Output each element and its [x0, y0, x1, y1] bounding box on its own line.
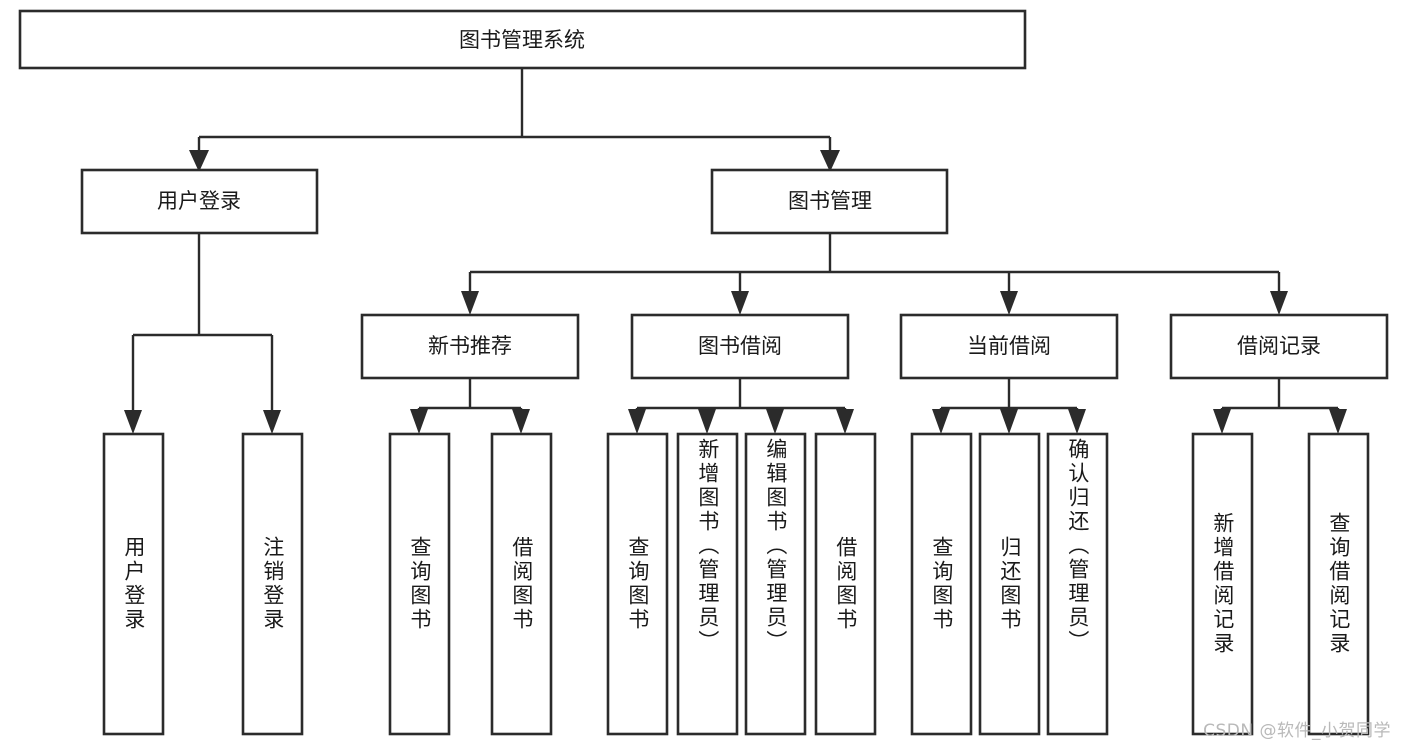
node-leaf-borrow-borrow-book-rect[interactable] — [814, 432, 877, 736]
node-leaf-current-query-book-rect[interactable] — [910, 432, 973, 736]
node-root-rect[interactable] — [18, 9, 1027, 70]
node-user-login[interactable]: 用户登录 — [80, 168, 319, 235]
node-leaf-user-logout-rect[interactable] — [241, 432, 304, 736]
arrow-record-leaf1 — [1213, 409, 1231, 434]
arrow-book-to-current — [1000, 291, 1018, 315]
node-new-book-recommend-label: 新书推荐 — [428, 334, 512, 358]
node-book-borrow-rect[interactable] — [630, 313, 850, 380]
node-root-label: 图书管理系统 — [459, 28, 585, 52]
arrow-record-leaf2 — [1329, 409, 1347, 434]
node-user-login-rect[interactable] — [80, 168, 319, 235]
arrow-borrow-leaf2 — [698, 409, 716, 434]
node-root[interactable]: 图书管理系统 — [18, 9, 1027, 70]
node-current-borrow-label: 当前借阅 — [967, 334, 1051, 358]
arrow-borrow-leaf4 — [836, 409, 854, 434]
arrow-book-to-record — [1270, 291, 1288, 315]
node-new-book-recommend-rect[interactable] — [360, 313, 580, 380]
csdn-watermark: CSDN @软件_小贺同学 — [1203, 721, 1391, 741]
node-leaf-user-login-rect[interactable] — [102, 432, 165, 736]
node-leaf-new-query-book-rect[interactable] — [388, 432, 451, 736]
node-book-management-rect[interactable] — [710, 168, 949, 235]
node-new-book-recommend[interactable]: 新书推荐 — [360, 313, 580, 380]
node-leaf-borrow-edit-book-rect[interactable] — [744, 432, 807, 736]
node-leaf-borrow-add-book-rect[interactable] — [676, 432, 739, 736]
arrow-root-to-user — [189, 150, 209, 172]
node-book-management-label: 图书管理 — [788, 189, 872, 213]
arrow-current-leaf1 — [932, 409, 950, 434]
node-leaf-record-query-rect[interactable] — [1307, 432, 1370, 736]
arrow-book-to-borrow — [731, 291, 749, 315]
arrow-current-leaf3 — [1068, 409, 1086, 434]
node-current-borrow[interactable]: 当前借阅 — [899, 313, 1119, 380]
node-leaf-record-add-rect[interactable] — [1191, 432, 1254, 736]
arrow-root-to-book — [820, 150, 840, 172]
arrow-user-leaf2 — [263, 410, 281, 434]
node-leaf-current-return-book-rect[interactable] — [978, 432, 1041, 736]
node-borrow-record[interactable]: 借阅记录 — [1169, 313, 1389, 380]
node-leaf-current-confirm-return-rect[interactable] — [1046, 432, 1109, 736]
node-borrow-record-label: 借阅记录 — [1237, 334, 1321, 358]
node-current-borrow-rect[interactable] — [899, 313, 1119, 380]
node-book-borrow-label: 图书借阅 — [698, 334, 782, 358]
arrow-new-leaf2 — [512, 409, 530, 434]
arrow-book-to-new — [461, 291, 479, 315]
node-book-management[interactable]: 图书管理 — [710, 168, 949, 235]
arrow-user-leaf1 — [124, 410, 142, 434]
node-user-login-label: 用户登录 — [157, 189, 241, 213]
arrow-new-leaf1 — [410, 409, 428, 434]
node-leaf-borrow-query-book-rect[interactable] — [606, 432, 669, 736]
edge-group — [124, 68, 1347, 434]
node-book-borrow[interactable]: 图书借阅 — [630, 313, 850, 380]
arrow-current-leaf2 — [1000, 409, 1018, 434]
arrow-borrow-leaf3 — [766, 409, 784, 434]
node-borrow-record-rect[interactable] — [1169, 313, 1389, 380]
node-leaf-new-borrow-book-rect[interactable] — [490, 432, 553, 736]
arrow-borrow-leaf1 — [628, 409, 646, 434]
